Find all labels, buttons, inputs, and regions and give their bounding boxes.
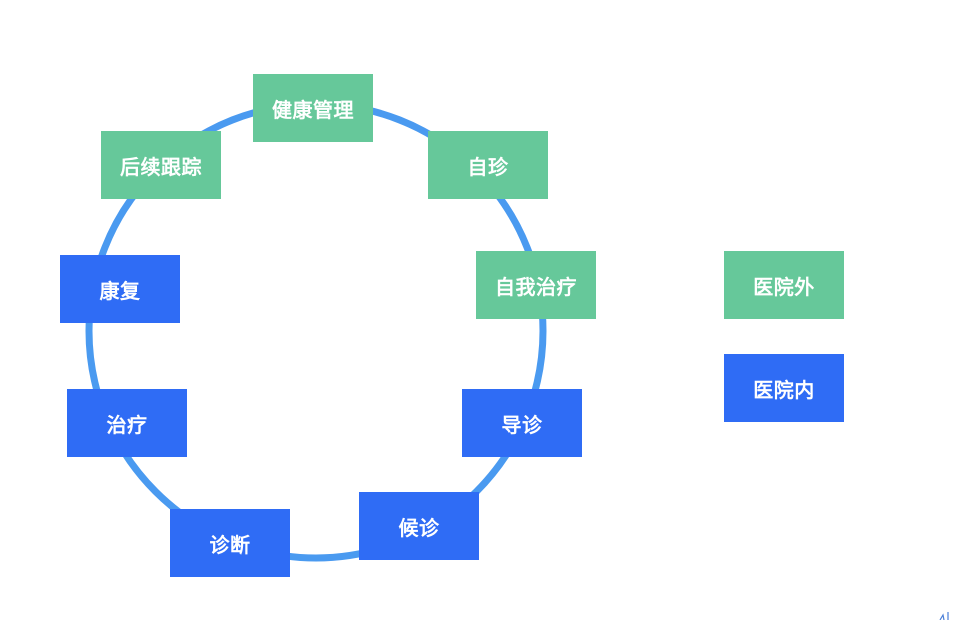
node-diagnosis: 诊断 xyxy=(170,509,290,577)
node-waiting: 候诊 xyxy=(359,492,479,560)
corner-mark-icon xyxy=(939,612,949,620)
legend-inside-hospital: 医院内 xyxy=(724,354,844,422)
node-guidance: 导诊 xyxy=(462,389,582,457)
node-health-management: 健康管理 xyxy=(253,74,373,142)
legend-outside-hospital: 医院外 xyxy=(724,251,844,319)
node-treatment: 治疗 xyxy=(67,389,187,457)
node-rehabilitation: 康复 xyxy=(60,255,180,323)
node-self-diagnosis: 自珍 xyxy=(428,131,548,199)
node-self-treatment: 自我治疗 xyxy=(476,251,596,319)
node-follow-up: 后续跟踪 xyxy=(101,131,221,199)
